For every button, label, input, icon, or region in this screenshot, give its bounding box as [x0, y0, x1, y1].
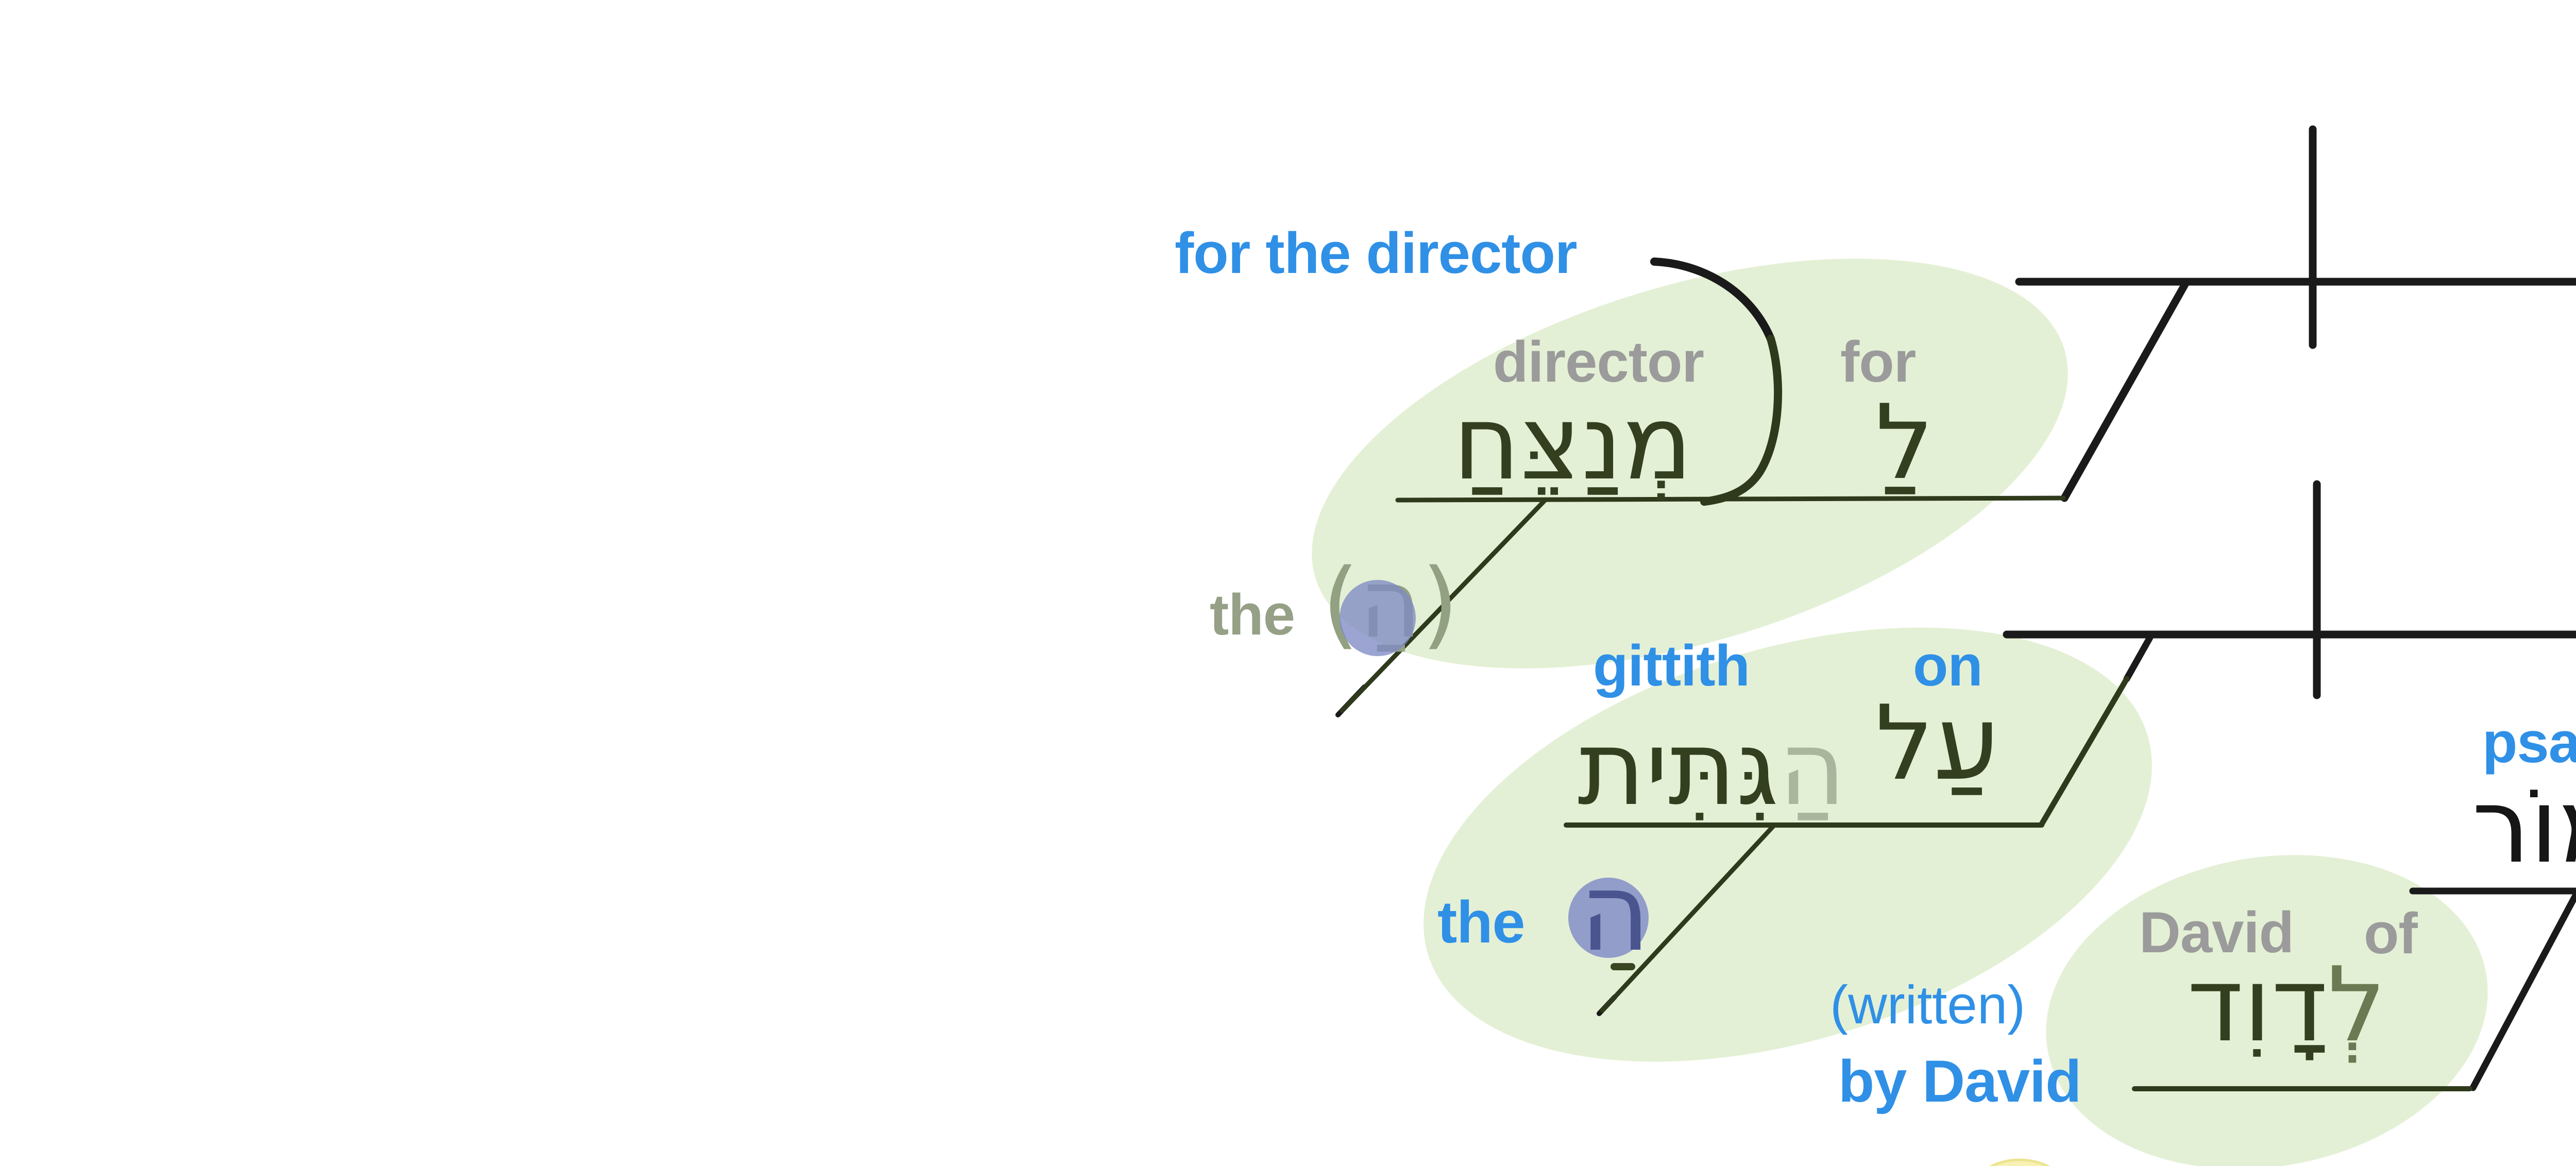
slant-to-baseline-1 — [2060, 278, 2191, 502]
hebrew-lamed-for: לַ — [1875, 383, 1934, 503]
hebrew-mizmor: מִזְמוֹר — [2472, 766, 2576, 886]
hebrew-lamed-of: לְ — [2327, 945, 2386, 1065]
yellow-blob-bottom-edge — [1989, 1158, 2050, 1166]
hebrew-hagittith: הַגִּתִּית — [1578, 717, 1846, 820]
gloss-connector-curve-upper — [1650, 258, 1775, 343]
hebrew-article-ha: הַ — [1778, 709, 1846, 829]
word-gloss-director: director — [1493, 330, 1704, 394]
word-gloss-the-lower: the — [1437, 889, 1525, 955]
hebrew-al-on: עַל — [1875, 683, 1999, 803]
word-gloss-for: for — [1840, 330, 1916, 394]
word-gloss-gittith: gittith — [1593, 633, 1750, 698]
word-gloss-on: on — [1913, 633, 1983, 698]
hebrew-david: דָוִד — [2187, 945, 2328, 1065]
phrase-ellipse-for-the-director — [1312, 259, 2068, 668]
word-gloss-the-upper: the — [1210, 582, 1295, 647]
word-gloss-psalm: psalm — [2482, 710, 2576, 775]
gloss-connector-curve-lower — [1700, 335, 1783, 506]
word-gloss-david: David — [2139, 900, 2294, 965]
article-badge-lower — [1568, 878, 1649, 958]
article-slant-2 — [1600, 822, 1777, 1013]
hebrew-ledavid: לְדָוִד — [2187, 954, 2386, 1057]
hebrew-menatseach: מְנַצֵּחַ — [1453, 383, 1693, 503]
phrase-gloss-for-the-director: for the director — [1175, 221, 1578, 285]
hebrew-he-badge: ה — [1580, 849, 1651, 975]
slant-to-baseline-2-lower — [2039, 676, 2130, 827]
patach-mark-lower-article — [1611, 963, 1635, 970]
psalm-modifier-slant — [2469, 891, 2576, 1091]
word-gloss-of: of — [2364, 901, 2418, 966]
article-badge-upper — [1340, 580, 1416, 656]
hebrew-gittith-word: גִּתִּית — [1578, 709, 1779, 829]
slant-to-baseline-2-upper — [2123, 634, 2154, 682]
phrase-gloss-by-david: by David — [1838, 1049, 2081, 1114]
phrase-gloss-written: (written) — [1830, 975, 2026, 1035]
article-slant-1 — [1340, 497, 1548, 713]
